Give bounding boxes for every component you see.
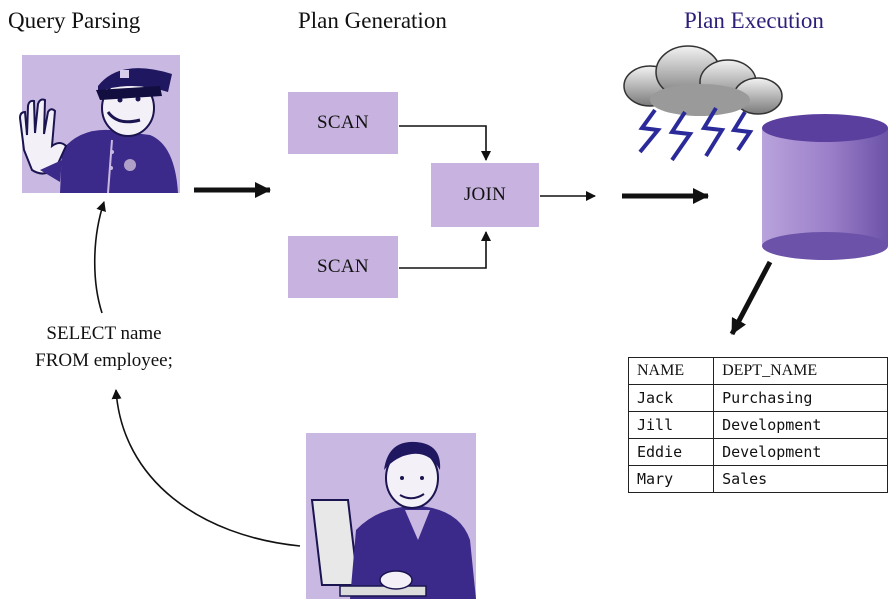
sql-query-line-2: FROM employee; <box>35 350 173 371</box>
arrow-user-to-query <box>111 389 301 547</box>
database-icon <box>762 114 888 260</box>
arrow-db-to-results <box>729 260 773 336</box>
cell-dept-name: Development <box>713 438 888 466</box>
plan-node-scan-bottom: SCAN <box>288 236 398 298</box>
heading-plan-execution: Plan Execution <box>684 8 824 33</box>
cell-name: Jack <box>627 384 715 412</box>
plan-node-scan-top: SCAN <box>288 92 398 154</box>
cell-dept-name: Sales <box>713 465 888 493</box>
column-header-name: NAME <box>627 357 715 385</box>
cell-name: Jill <box>627 411 715 439</box>
cell-name: Mary <box>627 465 715 493</box>
heading-plan-generation: Plan Generation <box>298 8 447 33</box>
table-header-row: NAME DEPT_NAME <box>627 357 888 385</box>
table-row: Jill Development <box>627 411 888 439</box>
connector-scan-top-to-join <box>399 125 491 161</box>
storm-cloud-icon <box>623 45 783 162</box>
cell-dept-name: Development <box>713 411 888 439</box>
plan-node-join: JOIN <box>431 163 539 227</box>
sql-query-line-1: SELECT name <box>46 323 162 344</box>
column-header-dept-name: DEPT_NAME <box>713 357 888 385</box>
connector-scan-bottom-to-join <box>399 231 491 269</box>
table-row: Jack Purchasing <box>627 384 888 412</box>
result-table: NAME DEPT_NAME Jack Purchasing Jill Deve… <box>627 357 888 493</box>
user-at-computer-icon <box>306 433 476 599</box>
police-officer-icon <box>18 55 180 194</box>
cell-dept-name: Purchasing <box>713 384 888 412</box>
sql-query: SELECT name FROM employee; <box>14 320 194 374</box>
cell-name: Eddie <box>627 438 715 466</box>
table-row: Mary Sales <box>627 465 888 493</box>
arrow-query-to-parser <box>93 201 106 314</box>
heading-query-parsing: Query Parsing <box>8 8 141 33</box>
table-row: Eddie Development <box>627 438 888 466</box>
